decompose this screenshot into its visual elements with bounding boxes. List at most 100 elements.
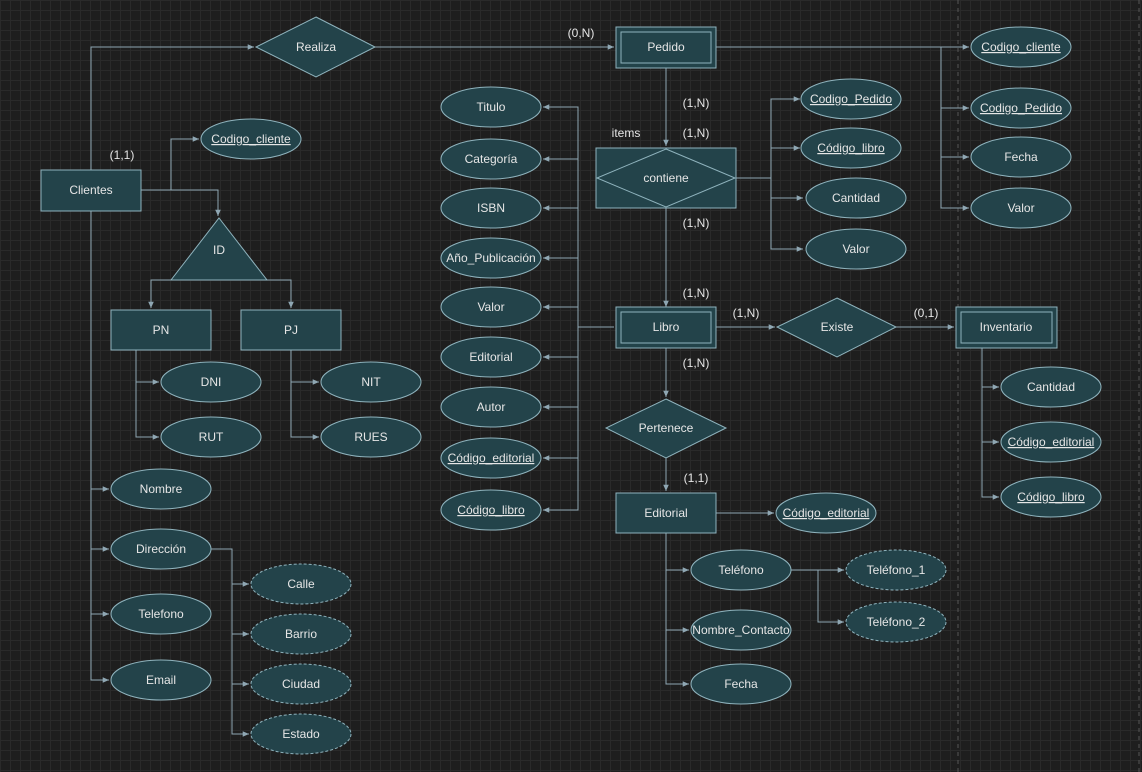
- attr-edit-tel2[interactable]: Teléfono_2: [845, 601, 947, 643]
- attr-pedido-fecha[interactable]: Fecha: [970, 136, 1072, 178]
- attr-libro-valor[interactable]: Valor: [440, 286, 542, 328]
- entity-inventario[interactable]: Inventario: [955, 306, 1058, 349]
- svg-text:Email: Email: [146, 673, 176, 687]
- relationship-existe[interactable]: Existe: [775, 297, 898, 358]
- svg-text:Barrio: Barrio: [285, 627, 317, 641]
- attr-dir-ciudad[interactable]: Ciudad: [250, 663, 352, 705]
- svg-text:Codigo_cliente: Codigo_cliente: [211, 132, 291, 146]
- attr-pj-nit[interactable]: NIT: [320, 361, 422, 403]
- attr-libro-categoria[interactable]: Categoría: [440, 138, 542, 180]
- attr-pedido-valor[interactable]: Valor: [970, 187, 1072, 229]
- entity-pedido[interactable]: Pedido: [615, 26, 717, 69]
- attr-inv-cod-editorial[interactable]: Código_editorial: [1000, 421, 1102, 463]
- svg-text:Fecha: Fecha: [1004, 150, 1038, 164]
- attr-cliente-email[interactable]: Email: [110, 659, 212, 701]
- svg-text:Valor: Valor: [842, 242, 869, 256]
- entity-editorial[interactable]: Editorial: [615, 492, 717, 534]
- cardinality-inventario: (0,1): [914, 306, 939, 320]
- attr-pj-rues[interactable]: RUES: [320, 416, 422, 458]
- attr-edit-fecha[interactable]: Fecha: [690, 663, 792, 705]
- attr-contiene-valor[interactable]: Valor: [805, 228, 907, 270]
- svg-text:Estado: Estado: [282, 727, 320, 741]
- svg-text:Año_Publicación: Año_Publicación: [446, 251, 535, 265]
- attr-edit-cod-editorial[interactable]: Código_editorial: [775, 492, 877, 534]
- specialization-id[interactable]: ID: [169, 217, 269, 281]
- cardinality-contiene-top: (1,N): [683, 126, 710, 140]
- attr-libro-editorial[interactable]: Editorial: [440, 336, 542, 378]
- attributes: Codigo_cliente Nombre Dirección Telefono…: [110, 26, 1102, 755]
- attr-pn-rut[interactable]: RUT: [160, 416, 262, 458]
- cardinality-pedido-contiene: (1,N): [683, 96, 710, 110]
- attr-libro-isbn[interactable]: ISBN: [440, 187, 542, 229]
- attr-dir-estado[interactable]: Estado: [250, 713, 352, 755]
- entity-pn[interactable]: PN: [110, 309, 212, 351]
- relationship-label: Pertenece: [639, 421, 694, 435]
- attr-contiene-cod-libro[interactable]: Código_libro: [800, 127, 902, 169]
- entity-label: Pedido: [647, 40, 685, 54]
- svg-text:Titulo: Titulo: [477, 100, 506, 114]
- attr-edit-tel1[interactable]: Teléfono_1: [845, 549, 947, 591]
- svg-text:Nombre_Contacto: Nombre_Contacto: [692, 623, 790, 637]
- attr-inv-cantidad[interactable]: Cantidad: [1000, 366, 1102, 408]
- attr-pn-dni[interactable]: DNI: [160, 361, 262, 403]
- attr-cliente-direccion[interactable]: Dirección: [110, 528, 212, 570]
- svg-text:Fecha: Fecha: [724, 677, 758, 691]
- attr-dir-calle[interactable]: Calle: [250, 563, 352, 605]
- svg-text:RUES: RUES: [354, 430, 387, 444]
- attr-edit-contacto[interactable]: Nombre_Contacto: [690, 609, 792, 651]
- attr-contiene-cantidad[interactable]: Cantidad: [805, 177, 907, 219]
- attr-cliente-telefono[interactable]: Telefono: [110, 593, 212, 635]
- attr-libro-cod-editorial[interactable]: Código_editorial: [440, 437, 542, 479]
- cardinality-libro-existe: (1,N): [733, 306, 760, 320]
- entity-contiene[interactable]: contiene: [595, 147, 737, 209]
- attr-libro-autor[interactable]: Autor: [440, 386, 542, 428]
- svg-text:DNI: DNI: [201, 375, 222, 389]
- svg-text:NIT: NIT: [361, 375, 381, 389]
- svg-text:Valor: Valor: [1007, 201, 1034, 215]
- attr-edit-telefono[interactable]: Teléfono: [690, 549, 792, 591]
- relationship-pertenece[interactable]: Pertenece: [604, 398, 728, 459]
- svg-text:Teléfono: Teléfono: [718, 563, 764, 577]
- svg-text:Codigo_cliente: Codigo_cliente: [981, 40, 1061, 54]
- cardinality-libro-top: (1,N): [683, 286, 710, 300]
- relationship-realiza[interactable]: Realiza: [254, 16, 377, 78]
- attr-libro-titulo[interactable]: Titulo: [440, 86, 542, 128]
- svg-text:Cantidad: Cantidad: [1027, 380, 1075, 394]
- svg-text:Categoría: Categoría: [465, 152, 518, 166]
- svg-text:Autor: Autor: [477, 400, 506, 414]
- attr-cliente-codigo[interactable]: Codigo_cliente: [200, 118, 302, 160]
- svg-text:RUT: RUT: [199, 430, 224, 444]
- entity-label: PJ: [284, 323, 298, 337]
- svg-text:Código_editorial: Código_editorial: [1008, 435, 1095, 449]
- svg-text:Teléfono_2: Teléfono_2: [867, 615, 926, 629]
- entity-label: PN: [153, 323, 170, 337]
- attr-cliente-nombre[interactable]: Nombre: [110, 468, 212, 510]
- svg-text:Valor: Valor: [477, 300, 504, 314]
- entity-label: contiene: [643, 171, 689, 185]
- svg-text:Dirección: Dirección: [136, 542, 186, 556]
- attr-contiene-cod-pedido[interactable]: Codigo_Pedido: [800, 78, 902, 120]
- cardinalities: (1,1) (0,N) (1,N) (1,N) (1,N) (1,N) (1,N…: [110, 26, 939, 485]
- cardinality-clientes: (1,1): [110, 148, 135, 162]
- svg-text:Editorial: Editorial: [469, 350, 512, 364]
- svg-text:Codigo_Pedido: Codigo_Pedido: [980, 101, 1062, 115]
- specialization-label: ID: [213, 243, 225, 257]
- svg-text:ISBN: ISBN: [477, 201, 505, 215]
- cardinality-editorial: (1,1): [684, 471, 709, 485]
- entity-pj[interactable]: PJ: [240, 309, 342, 351]
- attr-pedido-cod-pedido[interactable]: Codigo_Pedido: [970, 87, 1072, 129]
- svg-text:Cantidad: Cantidad: [832, 191, 880, 205]
- attr-inv-cod-libro[interactable]: Código_libro: [1000, 476, 1102, 518]
- svg-text:Telefono: Telefono: [138, 607, 184, 621]
- attr-libro-cod-libro[interactable]: Código_libro: [440, 489, 542, 531]
- svg-text:Teléfono_1: Teléfono_1: [867, 563, 926, 577]
- entity-label: Editorial: [644, 506, 687, 520]
- attr-pedido-cod-cliente[interactable]: Codigo_cliente: [970, 26, 1072, 68]
- svg-text:Código_libro: Código_libro: [1017, 490, 1085, 504]
- attr-libro-anio[interactable]: Año_Publicación: [440, 237, 542, 279]
- svg-text:Código_libro: Código_libro: [817, 141, 885, 155]
- attr-dir-barrio[interactable]: Barrio: [250, 613, 352, 655]
- entity-clientes[interactable]: Clientes: [40, 169, 142, 212]
- svg-text:Nombre: Nombre: [140, 482, 183, 496]
- entity-libro[interactable]: Libro: [615, 306, 717, 349]
